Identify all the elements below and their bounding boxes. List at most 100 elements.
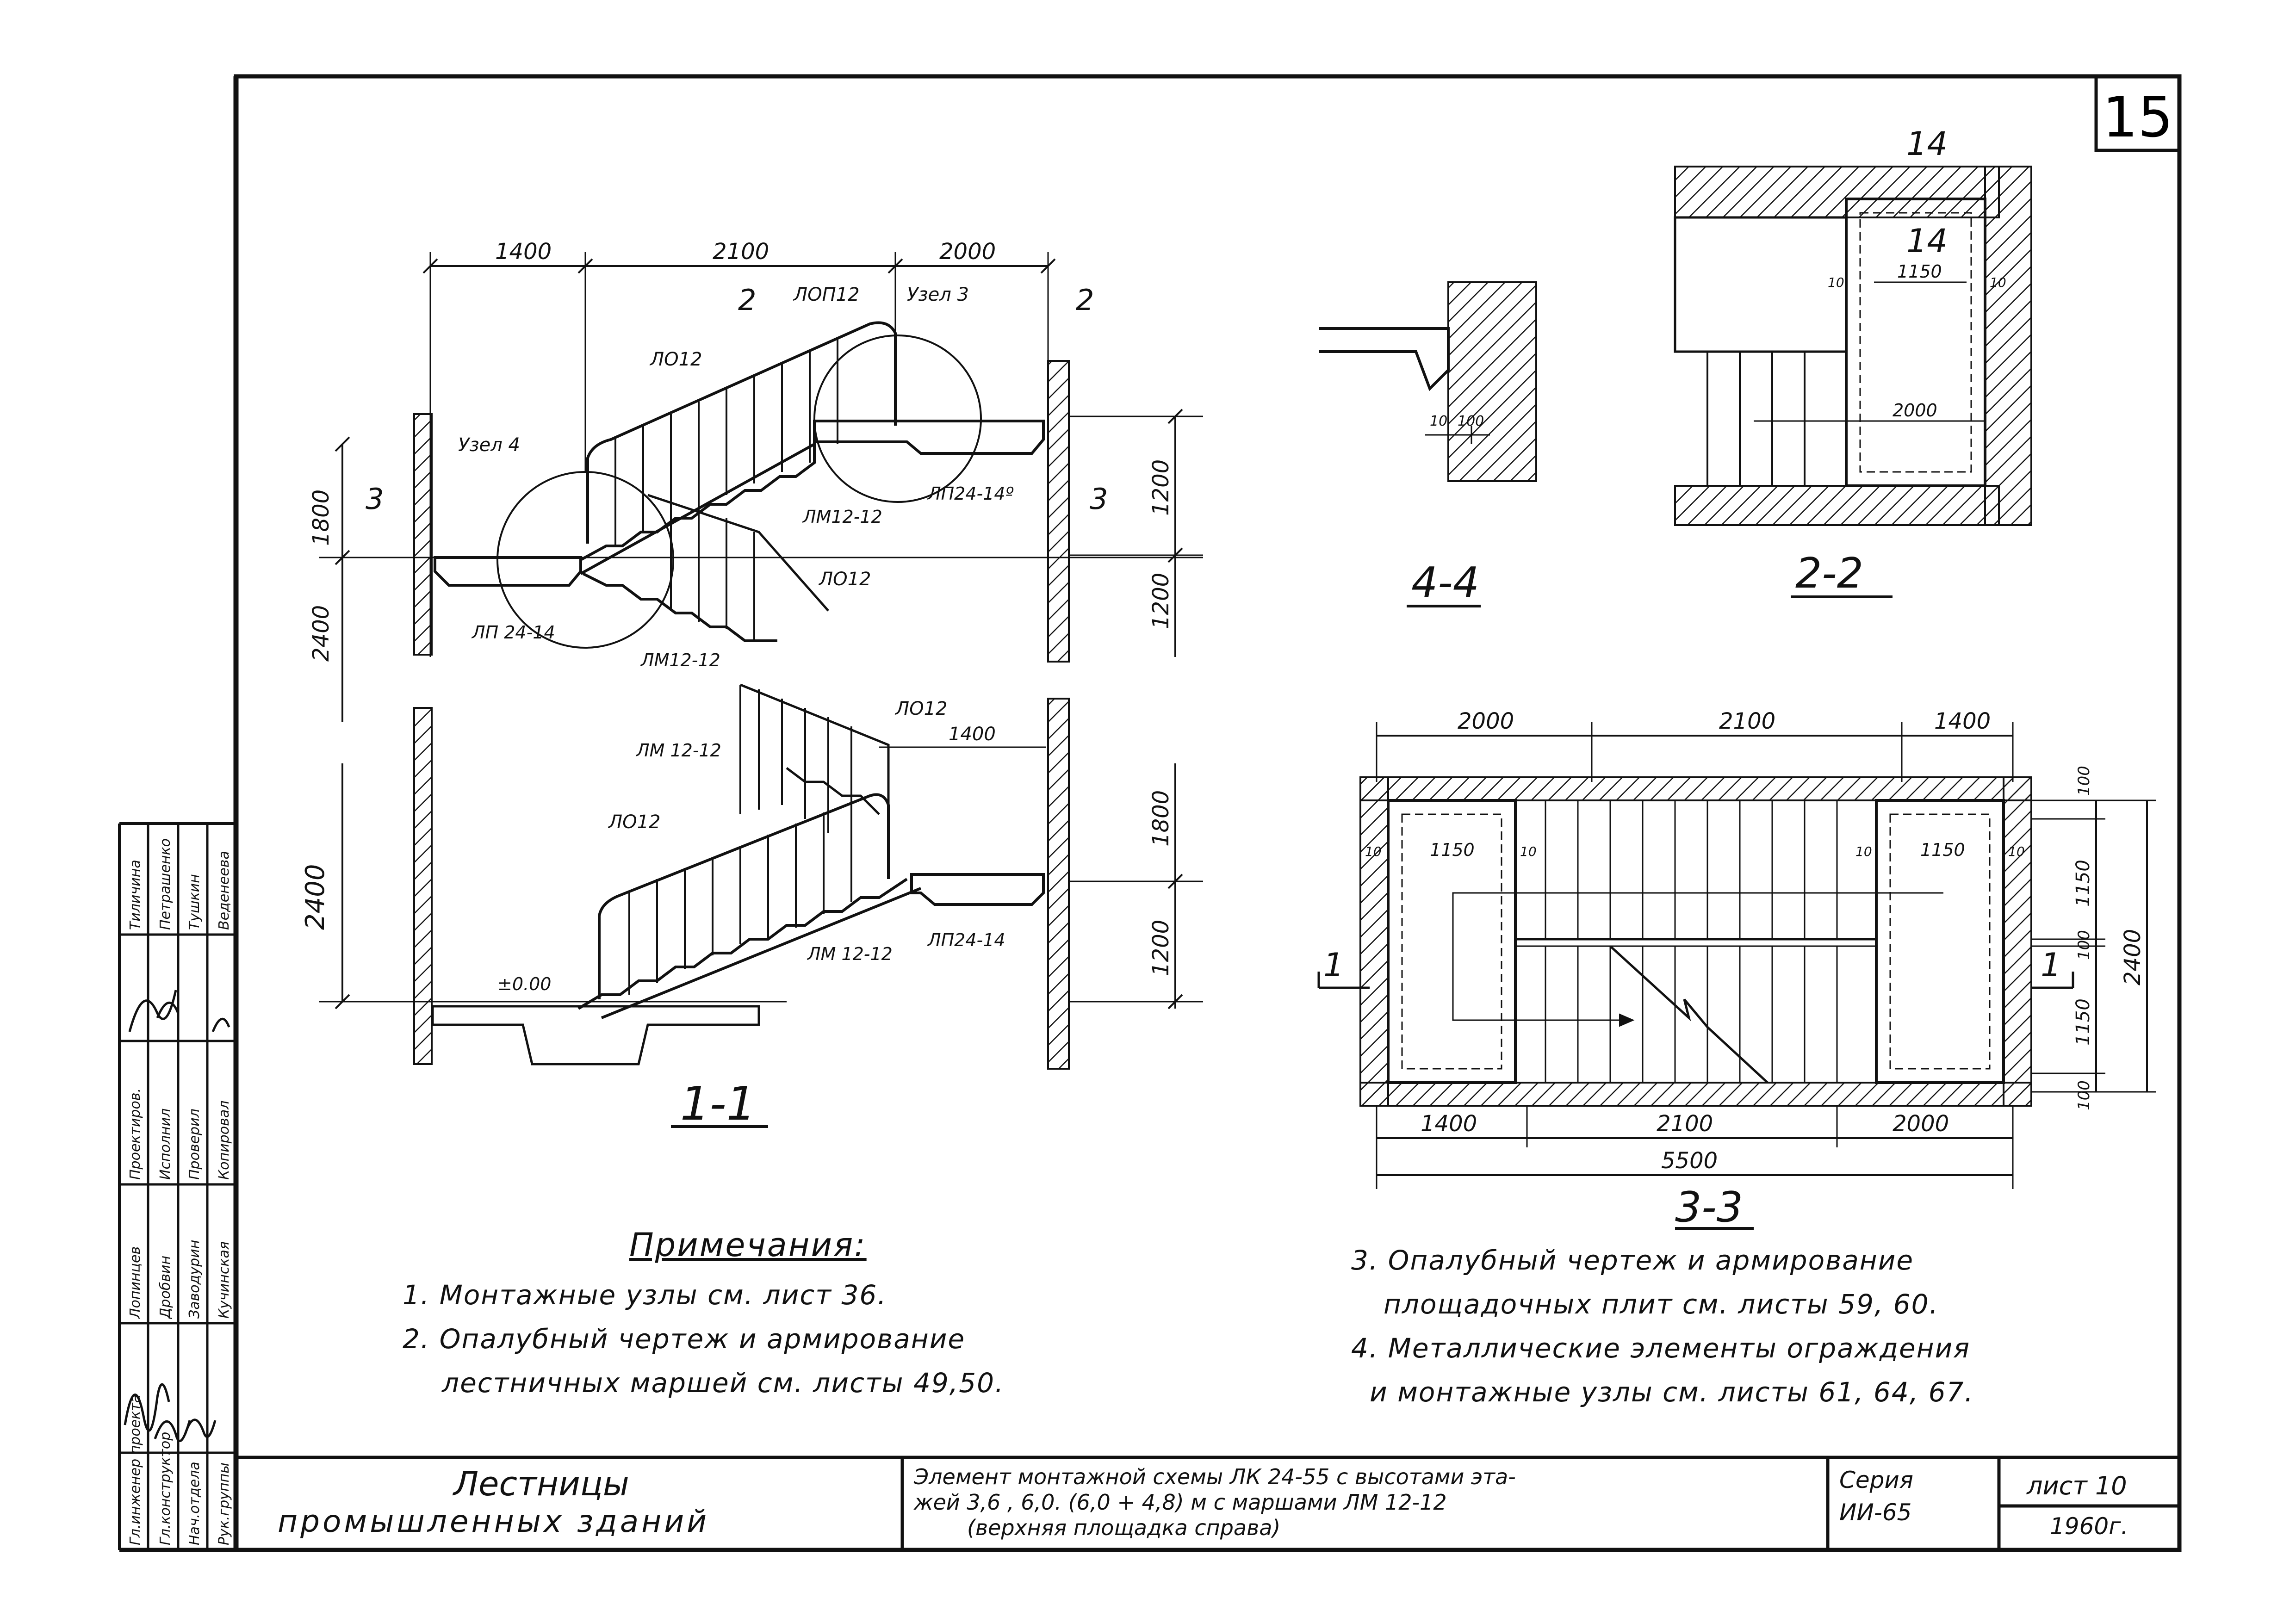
dim-1-1-right-b: 1200 bbox=[1148, 573, 1174, 629]
stamp-role-2: Гл.конструктор bbox=[157, 1432, 174, 1545]
label-lm12-12-lower-a: ЛМ 12-12 bbox=[635, 740, 721, 761]
cut-3-right: 3 bbox=[1090, 482, 1108, 516]
note-4: 4. Металлические элементы ограждения bbox=[1351, 1332, 1971, 1364]
dim-3-3-bottom-b: 2100 bbox=[1657, 1111, 1713, 1137]
stamp-c5-1: Тиличина bbox=[127, 860, 143, 930]
sheet-desc-line3: (верхняя площадка справа) bbox=[967, 1515, 1281, 1540]
dim-3-3-overall-right: 2400 bbox=[2120, 929, 2146, 985]
stamp-c4-2: Дробвин bbox=[157, 1256, 174, 1319]
stamp-c5-3: Тушкин bbox=[186, 874, 203, 930]
title-block bbox=[236, 1456, 2179, 1550]
stamp-c5-2: Петрашенко bbox=[157, 838, 174, 930]
sheet-desc-line1: Элемент монтажной схемы ЛК 24-55 с высот… bbox=[914, 1464, 1516, 1489]
note-3-cont: площадочных плит см. листы 59, 60. bbox=[1384, 1288, 1939, 1320]
dim-1-1-left-b: 2400 bbox=[308, 605, 334, 662]
section-1-1-lower bbox=[319, 683, 1203, 1128]
dim-1-1-top-c: 2000 bbox=[939, 239, 996, 265]
dim-3-3-top-b: 2100 bbox=[1719, 708, 1775, 734]
project-title-line1: Лестницы bbox=[453, 1464, 629, 1503]
sheet-label: лист 10 bbox=[2027, 1471, 2127, 1500]
notes-title: Примечания: bbox=[629, 1226, 867, 1264]
stamp-role-3: Нач.отдела bbox=[186, 1462, 203, 1545]
section-1-1-upper bbox=[319, 252, 1203, 722]
dim-1-1-right-a: 1200 bbox=[1148, 459, 1174, 516]
cut-1-left: 1 bbox=[1323, 946, 1344, 984]
dim-3-3-bottom-c: 2000 bbox=[1893, 1111, 1949, 1137]
label-lop12: ЛОП12 bbox=[793, 284, 860, 305]
dim-3-3-inner-10-b: 10 bbox=[1520, 844, 1537, 859]
sheet-number: 15 bbox=[2103, 86, 2173, 150]
section-2-2 bbox=[1674, 166, 2032, 598]
dim-3-3-right-100-c: 100 bbox=[2075, 1080, 2093, 1110]
note-3: 3. Опалубный чертеж и армирование bbox=[1351, 1245, 1914, 1276]
section-label-4-4: 4-4 bbox=[1411, 558, 1479, 607]
label-lo12-a: ЛО12 bbox=[649, 349, 702, 370]
label-dim-1400-small: 1400 bbox=[949, 724, 996, 745]
section-4-4 bbox=[1319, 281, 1537, 607]
cut-2-right: 2 bbox=[1076, 283, 1094, 317]
label-lm12-12-lower-b: ЛМ 12-12 bbox=[807, 944, 893, 964]
side-stamp bbox=[119, 824, 236, 1550]
project-title-line2: промышленных зданий bbox=[278, 1504, 710, 1539]
cut-14-top: 14 bbox=[1906, 125, 1948, 163]
section-label-1-1: 1-1 bbox=[680, 1077, 756, 1131]
dim-1-1-top-a: 1400 bbox=[495, 239, 552, 265]
label-lm12-12-upper-b: ЛМ12-12 bbox=[640, 650, 720, 670]
dim-1-1-left-lower: 2400 bbox=[300, 864, 330, 930]
dim-3-3-total: 5500 bbox=[1661, 1148, 1718, 1174]
stamp-role-4: Рук.группы bbox=[216, 1462, 232, 1545]
label-uzel4: Узел 4 bbox=[458, 434, 520, 456]
stamp-c4-3: Заводурин bbox=[186, 1240, 203, 1319]
sheet-year: 1960г. bbox=[2050, 1513, 2128, 1540]
note-1: 1. Монтажные узлы см. лист 36. bbox=[403, 1279, 887, 1311]
label-lp24-14-upper-right: ЛП24-14º bbox=[927, 483, 1014, 504]
dim-1-1-right-lower-b: 1200 bbox=[1148, 920, 1174, 976]
section-label-2-2: 2-2 bbox=[1795, 549, 1863, 598]
stamp-c4-1: Лопинцев bbox=[127, 1246, 143, 1319]
note-2: 2. Опалубный чертеж и армирование bbox=[403, 1323, 966, 1355]
cut-3-left: 3 bbox=[366, 482, 384, 516]
dim-3-3-right-100-a: 100 bbox=[2075, 766, 2093, 796]
dim-3-3-top-a: 2000 bbox=[1458, 708, 1514, 734]
stamp-c3-4: Копировал bbox=[216, 1101, 232, 1180]
dim-3-3-inner-10-a: 10 bbox=[1365, 844, 1382, 859]
label-uzel3: Узел 3 bbox=[907, 284, 969, 305]
label-lp24-14-lower: ЛП24-14 bbox=[927, 930, 1005, 950]
dim-3-3-inner-1150-left: 1150 bbox=[1430, 840, 1475, 860]
sheet-frame bbox=[118, 74, 2182, 1552]
dim-3-3-right-100-b: 100 bbox=[2075, 930, 2093, 960]
dim-3-3-top-c: 1400 bbox=[1934, 708, 1991, 734]
section-label-3-3: 3-3 bbox=[1675, 1183, 1743, 1232]
dim-4-4-a: 10 bbox=[1430, 413, 1447, 429]
dim-2-2-10-right: 10 bbox=[1990, 275, 2006, 290]
dim-4-4-b: 100 bbox=[1458, 413, 1484, 429]
dim-1-1-left-a: 1800 bbox=[308, 489, 334, 546]
stamp-role-1: Гл.инженер проекта bbox=[127, 1394, 143, 1545]
label-elevation-zero: ±0.00 bbox=[497, 974, 551, 994]
cut-2-left: 2 bbox=[738, 283, 756, 317]
dim-3-3-right-1150-b: 1150 bbox=[2073, 998, 2094, 1046]
dim-2-2-2000: 2000 bbox=[1893, 400, 1937, 421]
stamp-c4-4: Кучинская bbox=[216, 1241, 232, 1319]
side-stamp-text: Гл.инженер проекта Гл.конструктор Нач.от… bbox=[127, 838, 232, 1545]
sheet-desc-line2: жей 3,6 , 6,0. (6,0 + 4,8) м с маршами Л… bbox=[914, 1490, 1447, 1515]
label-lo12-c: ЛО12 bbox=[894, 698, 947, 719]
stamp-c5-4: Веденеева bbox=[216, 851, 232, 930]
label-lm12-12-upper-a: ЛМ12-12 bbox=[802, 507, 882, 527]
signature-scribbles bbox=[124, 990, 230, 1442]
dim-3-3-right-1150-a: 1150 bbox=[2073, 860, 2094, 907]
series-value: ИИ-65 bbox=[1839, 1499, 1912, 1526]
dim-3-3-inner-10-d: 10 bbox=[2008, 844, 2025, 859]
stamp-c3-1: Проектиров. bbox=[127, 1088, 143, 1180]
dim-3-3-inner-10-c: 10 bbox=[1855, 844, 1872, 859]
cut-1-right: 1 bbox=[2041, 946, 2061, 984]
label-lo12-d: ЛО12 bbox=[608, 812, 660, 833]
note-2-cont: лестничных маршей см. листы 49,50. bbox=[442, 1367, 1005, 1399]
cut-14-inner: 14 bbox=[1906, 222, 1948, 260]
dim-3-3-bottom-a: 1400 bbox=[1421, 1111, 1477, 1137]
plan-3-3 bbox=[1317, 722, 2156, 1230]
note-4-cont: и монтажные узлы см. листы 61, 64, 67. bbox=[1370, 1376, 1974, 1408]
label-lo12-b: ЛО12 bbox=[818, 569, 871, 590]
dim-2-2-1150: 1150 bbox=[1897, 261, 1942, 282]
